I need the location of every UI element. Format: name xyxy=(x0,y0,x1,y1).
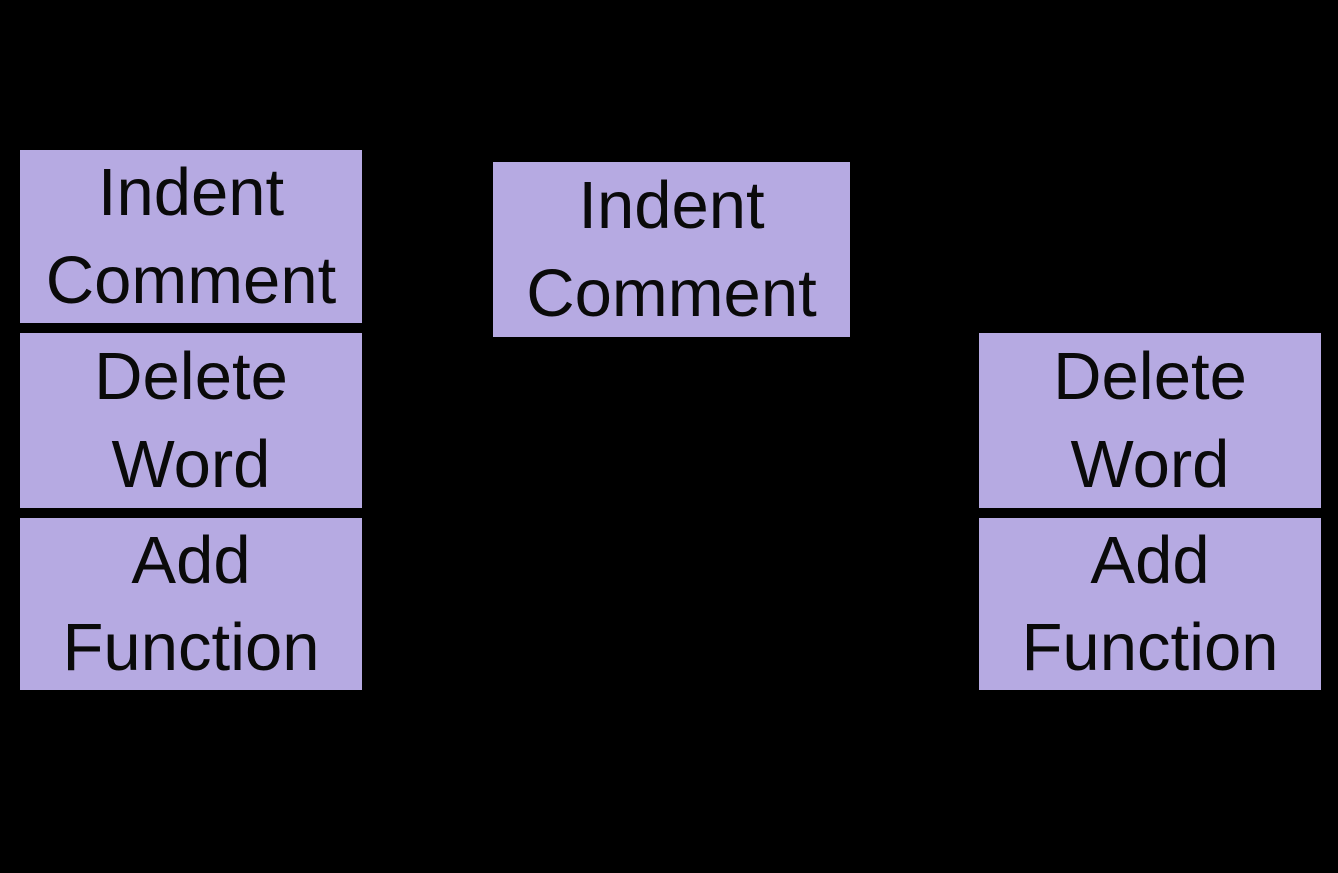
right-stack-item-delete-word: Delete Word xyxy=(979,333,1321,508)
right-stack-item-add-function: Add Function xyxy=(979,518,1321,690)
left-stack-item-indent-comment: Indent Comment xyxy=(20,150,362,323)
left-stack-item-delete-word: Delete Word xyxy=(20,333,362,508)
left-stack-item-add-function: Add Function xyxy=(20,518,362,690)
middle-box-indent-comment: Indent Comment xyxy=(493,162,850,337)
